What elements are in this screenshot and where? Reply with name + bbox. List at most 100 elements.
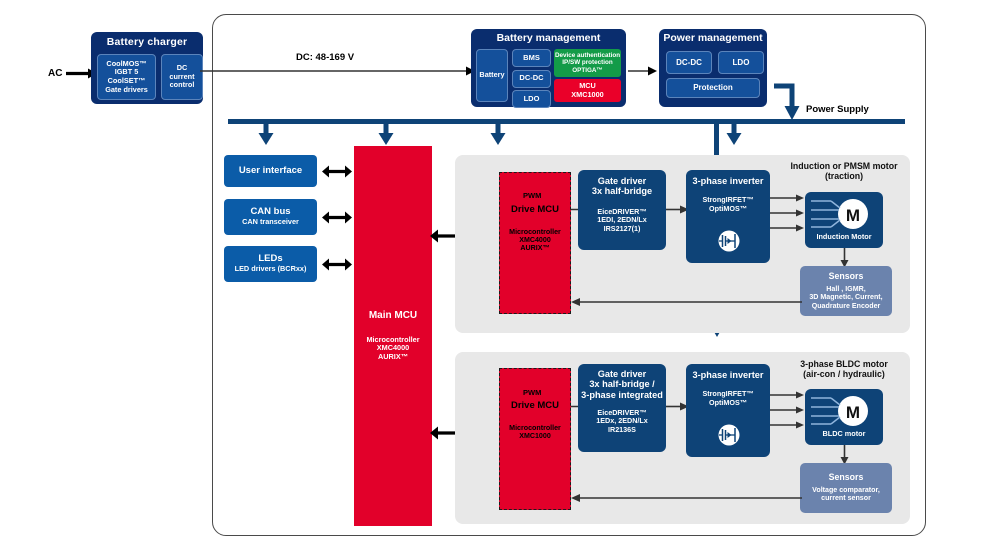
battery-charger-title: Battery charger — [106, 36, 188, 48]
inverter-top-line: StrongIRFET™ — [702, 195, 754, 205]
user-interface-title: User interface — [238, 164, 303, 176]
gate-driver-bottom-line: EiceDRIVER™ — [597, 407, 647, 417]
system-boundary-frame — [212, 14, 926, 536]
inverter-bottom-line: OptiMOS™ — [709, 397, 747, 407]
battery-label: Battery — [479, 70, 505, 80]
charger-semis-block[interactable]: CoolMOS™ IGBT 5 CoolSET™ Gate drivers — [97, 54, 156, 100]
pm-protection-label: Protection — [693, 83, 733, 93]
bm-dcdc-label: DC-DC — [519, 73, 544, 83]
pm-ldo-block[interactable]: LDO — [718, 51, 764, 74]
battery-charger-block[interactable]: Battery charger CoolMOS™ IGBT 5 CoolSET™… — [91, 32, 203, 104]
bm-ldo-label: LDO — [523, 93, 540, 103]
inverter-motor-top-phase-lines — [770, 194, 804, 232]
power-supply-bus — [228, 119, 905, 124]
gate-driver-top-line: IRS2127(1) — [603, 223, 641, 233]
bm-ldo-block[interactable]: LDO — [512, 90, 551, 108]
bm-dcdc-block[interactable]: DC-DC — [512, 69, 551, 88]
traction-motor-heading-line: Induction or PMSM motor — [790, 161, 898, 171]
charger-line: IGBT 5 — [114, 67, 139, 77]
main-mcu-title: Main MCU — [368, 310, 418, 322]
optiga-line: OPTIGA™ — [572, 66, 603, 74]
inverter-bottom-block[interactable]: 3-phase inverter StrongIRFET™ OptiMOS™ — [686, 364, 770, 457]
bldc-motor-heading-line: (air-con / hydraulic) — [803, 368, 885, 379]
drive-mcu-top-line: Microcontroller — [509, 227, 561, 236]
can-bus-title: CAN bus — [250, 206, 291, 218]
gate-driver-top-title: 3x half-bridge — [591, 186, 653, 197]
drive-mcu-bottom-block[interactable]: Drive MCU Microcontroller XMC1000 — [499, 368, 571, 510]
dc-link-arrow — [200, 66, 475, 76]
power-supply-label: Power Supply — [806, 104, 869, 115]
sensors-drivemcu-top-feedback — [571, 298, 802, 306]
pm-protection-block[interactable]: Protection — [666, 78, 760, 98]
pm-dcdc-block[interactable]: DC-DC — [666, 51, 712, 74]
inverter-top-title: 3-phase inverter — [692, 176, 764, 186]
dc-link-label: DC: 48-169 V — [296, 52, 355, 63]
drive-mcu-top-line: XMC4000 — [519, 235, 551, 244]
motor-symbol-icon: M — [811, 199, 868, 229]
power-management-title: Power management — [663, 32, 763, 44]
inverter-top-block[interactable]: 3-phase inverter StrongIRFET™ OptiMOS™ — [686, 170, 770, 263]
drive-mcu-bottom-line: Microcontroller — [509, 423, 561, 432]
can-bus-subtitle: CAN transceiver — [242, 217, 299, 226]
gate-driver-bottom-block[interactable]: Gate driver 3x half-bridge / 3-phase int… — [578, 364, 666, 452]
inverter-bottom-title: 3-phase inverter — [692, 370, 764, 380]
inverter-top-line: OptiMOS™ — [709, 203, 747, 213]
bldc-motor-block[interactable]: M BLDC motor — [805, 389, 883, 445]
bldc-motor-caption: BLDC motor — [822, 429, 866, 438]
bus-drop-arrow-drive-top — [490, 124, 506, 145]
bm-mcu-line: MCU — [579, 80, 596, 90]
leds-mcu-double-arrow — [322, 258, 352, 271]
pm-dcdc-label: DC-DC — [676, 57, 702, 67]
mosfet-icon — [718, 230, 740, 252]
optiga-line: IP/SW protection — [562, 59, 613, 67]
inverter-motor-bottom-phase-lines — [770, 391, 804, 429]
bm-mcu-line: XMC1000 — [571, 89, 604, 99]
battery-cell-block[interactable]: Battery — [476, 49, 508, 102]
drive-mcu-top-title: Drive MCU — [510, 204, 560, 215]
induction-motor-block[interactable]: M Induction Motor — [805, 192, 883, 248]
main-mcu-line: XMC4000 — [376, 343, 410, 353]
main-mcu-block[interactable]: Main MCU Microcontroller XMC4000 AURIX™ — [354, 146, 432, 526]
motor-sensors-bottom-arrow — [840, 445, 849, 465]
sensors-top-block[interactable]: Sensors Hall , IGMR, 3D Magnetic, Curren… — [800, 266, 892, 316]
dc-current-control-block[interactable]: DC current control — [161, 54, 203, 100]
dc-cc-line: control — [169, 80, 195, 90]
power-management-block[interactable]: Power management DC-DC LDO Protection — [659, 29, 767, 107]
gate-driver-bottom-title: Gate driver — [597, 369, 647, 379]
optiga-block[interactable]: Device authentication IP/SW protection O… — [554, 49, 621, 77]
gate-driver-bottom-title: 3-phase integrated — [581, 389, 663, 400]
drive-mcu-bottom-line: XMC1000 — [519, 431, 551, 440]
charger-line: CoolMOS™ — [106, 58, 147, 68]
mosfet-icon — [718, 424, 740, 446]
sensors-drivemcu-bottom-feedback — [571, 494, 802, 502]
battery-management-title: Battery management — [496, 32, 601, 44]
gate-driver-bottom-line: IR2136S — [608, 424, 636, 434]
inverter-bottom-line: StrongIRFET™ — [702, 389, 754, 399]
ui-mcu-double-arrow — [322, 165, 352, 178]
can-bus-block[interactable]: CAN bus CAN transceiver — [224, 199, 317, 235]
user-interface-block[interactable]: User interface — [224, 155, 317, 187]
leds-block[interactable]: LEDs LED drivers (BCRxx) — [224, 246, 317, 282]
bus-drop-arrow-main-mcu — [378, 124, 394, 145]
svg-text:M: M — [846, 206, 860, 225]
gate-driver-top-block[interactable]: Gate driver 3x half-bridge EiceDRIVER™ 1… — [578, 170, 666, 250]
drive-mcu-top-block[interactable]: Drive MCU Microcontroller XMC4000 AURIX™ — [499, 172, 571, 314]
gate-driver-top-line: 1EDI, 2EDN/Lx — [597, 215, 647, 225]
sensors-top-line: 3D Magnetic, Current, — [809, 293, 883, 302]
leds-subtitle: LED drivers (BCRxx) — [234, 264, 307, 273]
sensors-bottom-block[interactable]: Sensors Voltage comparator, current sens… — [800, 463, 892, 513]
bms-label: BMS — [523, 52, 540, 62]
sensors-bottom-title: Sensors — [828, 472, 864, 483]
traction-motor-heading: Induction or PMSM motor (traction) — [780, 161, 908, 182]
bms-block[interactable]: BMS — [512, 49, 551, 67]
svg-text:M: M — [846, 403, 860, 422]
traction-motor-heading-line: (traction) — [824, 170, 864, 181]
sensors-top-title: Sensors — [828, 271, 864, 282]
battery-management-block[interactable]: Battery management Battery BMS DC-DC LDO… — [471, 29, 626, 108]
sensors-bottom-line: current sensor — [821, 494, 871, 503]
gate-driver-top-line: EiceDRIVER™ — [597, 206, 647, 216]
gatedriver-inverter-top-arrow — [666, 205, 689, 214]
bldc-motor-heading-line: 3-phase BLDC motor — [800, 359, 888, 369]
bm-mcu-block[interactable]: MCU XMC1000 — [554, 79, 621, 102]
